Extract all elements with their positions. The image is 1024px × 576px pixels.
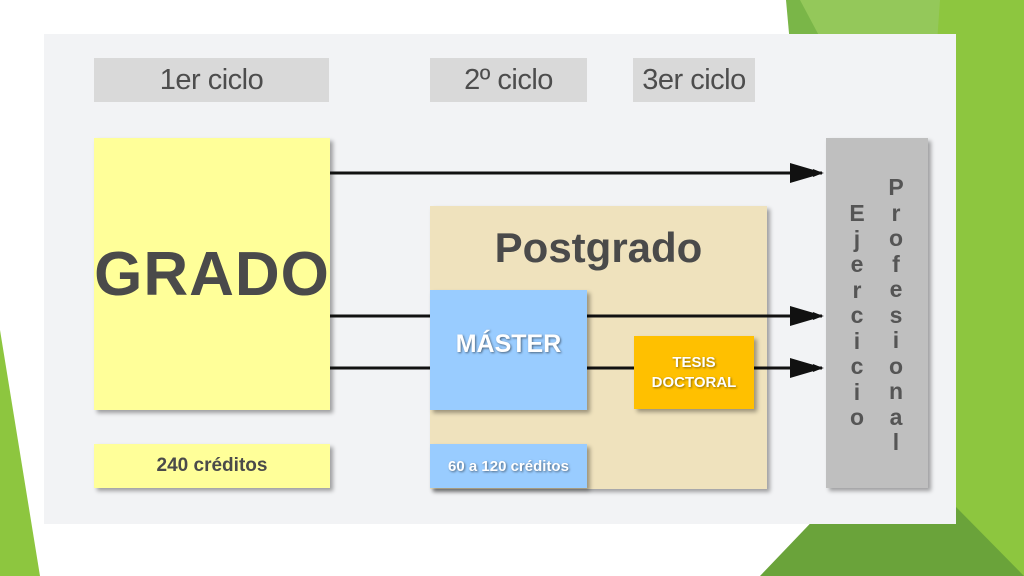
vertical-letter: i <box>892 327 900 353</box>
cycle-header-first: 1er ciclo <box>94 58 329 102</box>
vertical-letter: r <box>852 276 862 303</box>
vertical-letter: P <box>888 174 904 200</box>
grado-credits: 240 créditos <box>94 444 330 488</box>
arrowhead-top <box>790 163 824 183</box>
vertical-letter: c <box>850 302 864 328</box>
tesis-doctoral-box: TESIS DOCTORAL <box>634 336 754 409</box>
vertical-letter: c <box>850 353 864 379</box>
tesis-label-line2: DOCTORAL <box>651 373 737 391</box>
vertical-letter: E <box>849 200 865 226</box>
vertical-letter: j <box>853 225 861 252</box>
cycle-header-second: 2º ciclo <box>430 58 587 102</box>
master-credits: 60 a 120 créditos <box>430 444 587 488</box>
vertical-letter: r <box>891 199 901 226</box>
postgrado-title: Postgrado <box>494 224 703 271</box>
vertical-letter: o <box>888 225 904 251</box>
tesis-label-line1: TESIS <box>672 353 716 371</box>
vertical-letter: e <box>850 251 864 277</box>
vertical-letter: s <box>889 301 903 328</box>
grado-box: GRADO <box>94 138 330 410</box>
master-box: MÁSTER <box>430 290 587 410</box>
vertical-letter: o <box>888 352 904 379</box>
vertical-letter: e <box>889 276 903 302</box>
vertical-letter: l <box>892 429 900 455</box>
cycle-header-third: 3er ciclo <box>633 58 755 102</box>
vertical-letter: a <box>889 403 903 430</box>
vertical-letter: i <box>853 378 861 405</box>
arrowhead-middle <box>790 306 824 326</box>
vertical-letter: f <box>892 250 900 277</box>
arrowhead-bottom <box>790 358 824 378</box>
vertical-letter: o <box>849 404 865 430</box>
vertical-letter: n <box>888 378 904 404</box>
vertical-letter: i <box>853 327 861 354</box>
